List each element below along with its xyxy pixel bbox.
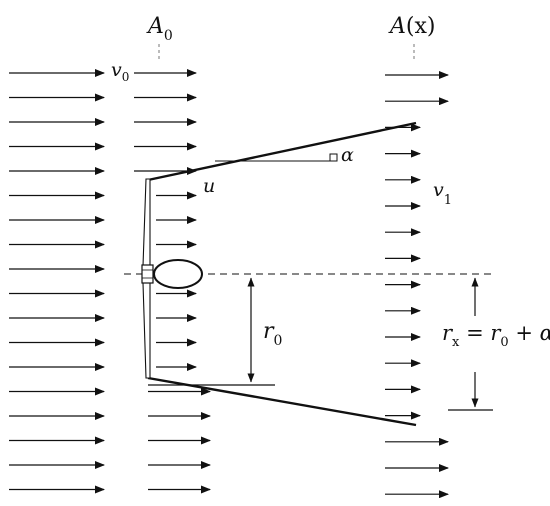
turbine-hub	[141, 264, 154, 284]
turbine-nacelle	[153, 259, 203, 289]
label-a0: A0	[146, 14, 173, 44]
turbine-blade-lower	[142, 282, 151, 379]
wind-turbine	[141, 178, 203, 379]
label-v0: v0	[111, 59, 129, 84]
wake-boundary-upper	[147, 121, 417, 182]
downstream-flow-arrows	[385, 71, 449, 499]
label-alpha: α	[341, 144, 354, 166]
turbine-blade-upper	[142, 178, 151, 267]
label-v1: v1	[433, 179, 452, 208]
wake-boundary-lower	[147, 376, 417, 427]
label-r0: r0	[263, 319, 282, 349]
right-angle-marker	[329, 153, 338, 162]
upstream-flow-arrows	[9, 69, 105, 494]
label-ax: A(x)	[388, 14, 435, 39]
label-rx-equation: rx = r0 + αx	[442, 321, 550, 350]
label-u: u	[203, 175, 215, 197]
